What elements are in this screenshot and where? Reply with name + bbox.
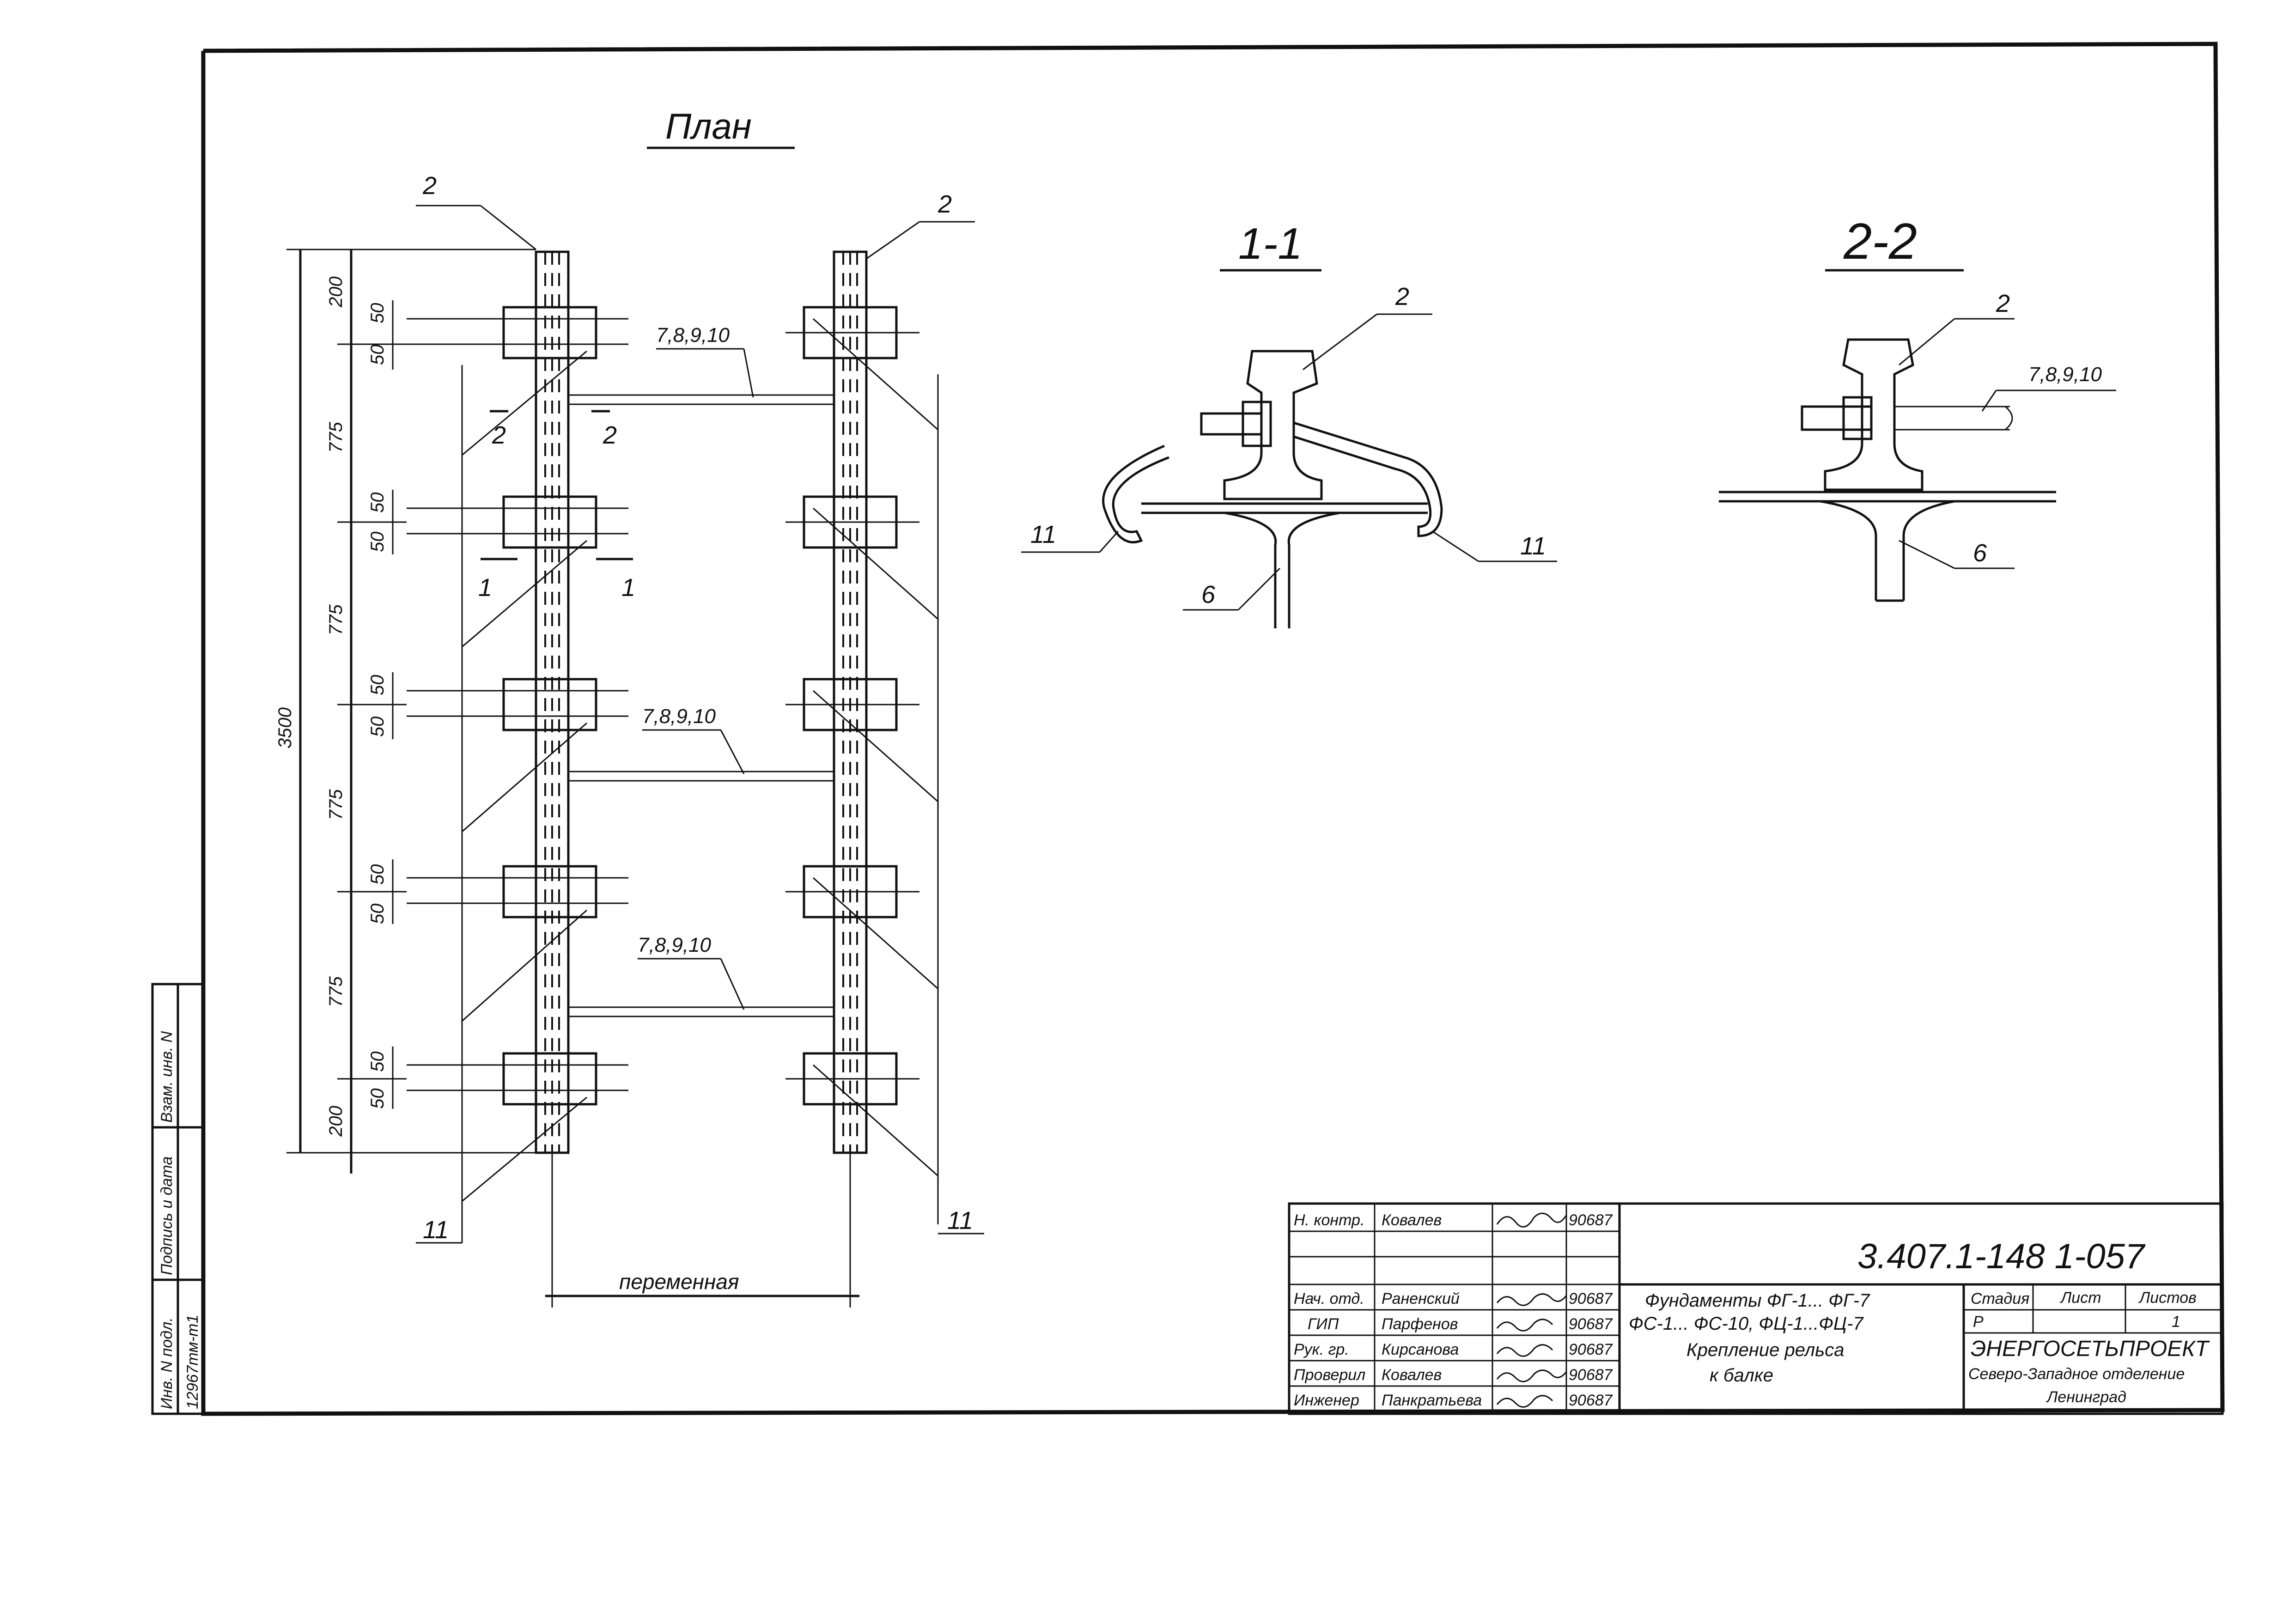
side-vzam-label: Взам. инв. N xyxy=(158,1031,176,1123)
tb-date-3: 90687 xyxy=(1569,1290,1613,1308)
tb-role-7: Инженер xyxy=(1294,1392,1359,1409)
plan-section-1-mark-left: 1 xyxy=(478,574,492,602)
plan-clip-right-mark: 11 xyxy=(947,1207,973,1235)
dim-offset-3b: 50 xyxy=(367,717,388,737)
tb-sheets: 1 xyxy=(2172,1313,2180,1331)
dim-offset-3a: 50 xyxy=(367,675,388,696)
tb-date-4: 90687 xyxy=(1569,1315,1613,1333)
side-inv-label: Инв. N подл. xyxy=(158,1317,176,1409)
tb-name-4: Парфенов xyxy=(1382,1315,1458,1333)
section-1-rail-mark: 2 xyxy=(1395,283,1409,310)
tb-role-0: Н. контр. xyxy=(1294,1211,1364,1229)
tb-role-5: Рук. гр. xyxy=(1294,1341,1349,1358)
section-2-tie-mark: 7,8,9,10 xyxy=(2028,363,2102,386)
plan-tie-mark-1: 7,8,9,10 xyxy=(656,324,730,347)
tb-role-6: Проверил xyxy=(1294,1366,1365,1384)
tb-stage-label: Стадия xyxy=(1971,1290,2029,1308)
plan-clip-left-mark: 11 xyxy=(423,1216,449,1244)
plan-width-dimension: переменная xyxy=(545,1153,859,1308)
tb-name-7: Панкратьева xyxy=(1382,1392,1482,1409)
plan-section-1-mark-right: 1 xyxy=(621,574,635,602)
side-stamp: Инв. N подл. 12967тм-т1 Подпись и дата В… xyxy=(151,983,205,1415)
section-2-view: 2-2 2 7,8,9,10 6 xyxy=(1719,213,2116,602)
title-block: Н. контр. Ковалев 90687 Нач. отд. Раненс… xyxy=(1288,1202,2224,1415)
tb-desc-3: Крепление рельса xyxy=(1686,1340,1845,1360)
tb-sheet-label: Лист xyxy=(2060,1289,2101,1307)
plan-dimensions: 3500 200 775 775 775 775 200 50 50 50 50… xyxy=(275,249,536,1174)
dim-spacing-1: 775 xyxy=(326,422,346,453)
plan-clip-leaders xyxy=(461,318,939,1224)
section-1-beam-mark: 6 xyxy=(1201,581,1216,608)
dim-total: 3500 xyxy=(275,707,295,748)
tb-org-city: Ленинград xyxy=(2046,1388,2126,1406)
tb-desc-2: ФС-1... ФС-10, ФЦ-1...ФЦ-7 xyxy=(1629,1314,1864,1334)
tb-name-6: Ковалев xyxy=(1382,1366,1442,1384)
plan-rail-left-mark: 2 xyxy=(422,172,437,200)
plan-callouts: 2 2 7,8,9,10 7,8,9,10 7,8,9,10 11 11 2 2 xyxy=(416,172,984,1244)
signatures xyxy=(1496,1212,1567,1408)
section-2-rail-mark: 2 xyxy=(1996,290,2010,317)
section-1-clip-right-mark: 11 xyxy=(1520,532,1546,560)
dim-end-top: 200 xyxy=(326,276,346,308)
plan-tie-mark-2: 7,8,9,10 xyxy=(642,705,716,728)
tb-sheets-label: Листов xyxy=(2138,1289,2197,1307)
plan-variable-width: переменная xyxy=(619,1270,739,1294)
section-2-title: 2-2 xyxy=(1843,213,1917,270)
tb-date-6: 90687 xyxy=(1569,1366,1613,1384)
tb-role-3: Нач. отд. xyxy=(1294,1290,1364,1308)
plan-rail-right-mark: 2 xyxy=(937,190,952,218)
tb-date-5: 90687 xyxy=(1569,1341,1613,1358)
section-1-title: 1-1 xyxy=(1238,219,1303,268)
tb-code: 3.407.1-148 1-057 xyxy=(1857,1237,2146,1276)
tb-name-3: Раненский xyxy=(1382,1290,1460,1308)
tb-date-7: 90687 xyxy=(1569,1392,1613,1409)
tb-org-branch: Северо-Западное отделение xyxy=(1968,1365,2185,1383)
dim-offset-1b: 50 xyxy=(367,345,388,365)
dim-offset-2b: 50 xyxy=(367,532,388,553)
tb-name-5: Кирсанова xyxy=(1382,1341,1459,1358)
side-inv-value: 12967тм-т1 xyxy=(184,1315,201,1409)
dim-end-bottom: 200 xyxy=(326,1106,346,1137)
tb-org-name: ЭНЕРГОСЕТЬПРОЕКТ xyxy=(1971,1337,2210,1361)
dim-offset-1a: 50 xyxy=(367,303,388,324)
plan-left-rail xyxy=(535,250,570,1154)
plan-left-clips xyxy=(502,306,597,1106)
tb-desc-1: Фундаменты ФГ-1... ФГ-7 xyxy=(1645,1290,1870,1311)
plan-section-2-mark-left: 2 xyxy=(492,421,506,449)
dim-offset-5a: 50 xyxy=(367,1052,388,1072)
tb-role-4: ГИП xyxy=(1308,1315,1339,1333)
dim-spacing-3: 775 xyxy=(326,789,346,820)
dim-offset-4a: 50 xyxy=(367,864,388,885)
plan-right-rail xyxy=(833,250,868,1154)
tb-name-0: Ковалев xyxy=(1382,1211,1442,1229)
section-1-view: 1-1 2 11 11 6 xyxy=(1021,219,1557,628)
section-1-clip-left-mark: 11 xyxy=(1030,521,1056,548)
plan-ties xyxy=(568,394,834,1017)
plan-tie-mark-3: 7,8,9,10 xyxy=(638,934,712,956)
dim-spacing-4: 775 xyxy=(326,976,346,1007)
plan-bolts xyxy=(407,318,919,1091)
dim-offset-4b: 50 xyxy=(367,904,388,925)
dim-offset-2a: 50 xyxy=(367,493,388,513)
dim-offset-5b: 50 xyxy=(367,1089,388,1109)
plan-section-2-mark-right: 2 xyxy=(603,421,617,449)
section-2-beam-mark: 6 xyxy=(1973,539,1987,567)
plan-view: План xyxy=(275,106,984,1308)
plan-title: План xyxy=(665,106,752,146)
dim-spacing-2: 775 xyxy=(326,604,346,635)
side-sign-label: Подпись и дата xyxy=(158,1156,176,1275)
tb-stage: Р xyxy=(1973,1313,1984,1331)
tb-desc-4: к балке xyxy=(1710,1365,1773,1386)
tb-date-0: 90687 xyxy=(1569,1211,1613,1229)
